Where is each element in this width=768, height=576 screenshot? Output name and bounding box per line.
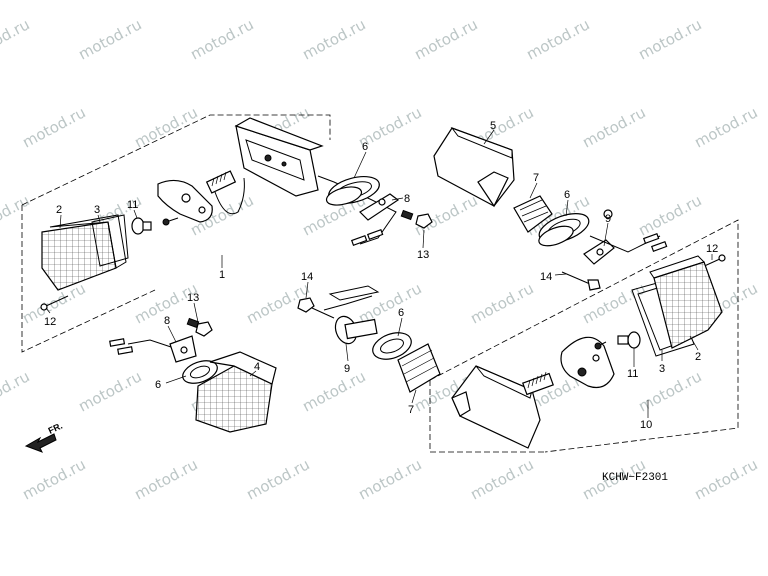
front-right-lens[interactable] — [649, 255, 723, 349]
watermark-text: motod.ru — [299, 367, 368, 415]
front-left-signal-group — [109, 317, 277, 433]
right-rear-grommet — [538, 213, 590, 247]
right-rear-small-nut — [603, 209, 613, 219]
callout-front-right-gasket-3: 3 — [659, 363, 665, 375]
front-right-small-screw — [594, 341, 607, 350]
callout-left-rear-lens-2: 2 — [56, 204, 62, 216]
callout-front-right-bulb-11: 11 — [627, 368, 638, 380]
watermark-text: motod.ru — [299, 15, 368, 63]
callout-right-rear-body-5: 5 — [490, 120, 496, 132]
left-rear-signal-group — [40, 117, 433, 311]
watermark-text: motod.ru — [355, 455, 424, 503]
watermark-text: motod.ru — [19, 455, 88, 503]
left-rear-mount-bracket[interactable] — [359, 193, 400, 221]
callout-front-left-nut-13: 13 — [187, 292, 199, 304]
callout-front-right-bolt-14: 14 — [301, 271, 313, 283]
left-rear-gasket — [91, 214, 129, 267]
callout-front-right-stay-9: 9 — [344, 363, 350, 375]
watermark-text: motod.ru — [635, 15, 704, 63]
left-rear-housing — [234, 117, 324, 197]
left-rear-socket-screw — [162, 217, 179, 226]
callout-left-rear-assembly-1: 1 — [219, 269, 225, 281]
callout-right-rear-screw-12: 12 — [706, 243, 718, 255]
front-right-body — [451, 365, 541, 449]
watermark-text: motod.ru — [75, 367, 144, 415]
watermark-text: motod.ru — [131, 455, 200, 503]
callout-left-rear-bulb-11: 11 — [127, 199, 138, 211]
watermark-text: motod.ru — [131, 103, 200, 151]
callout-left-rear-bracket-8: 8 — [404, 193, 410, 205]
callout-left-rear-nut-13: 13 — [417, 249, 429, 261]
callout-front-right-boot-7: 7 — [408, 404, 414, 416]
watermark-text: motod.ru — [0, 367, 33, 415]
right-rear-connectors — [642, 232, 668, 252]
watermark-text: motod.ru — [523, 15, 592, 63]
watermark-text: motod.ru — [467, 455, 536, 503]
front-direction-arrow: FR. — [24, 421, 64, 453]
left-rear-nut[interactable] — [400, 209, 433, 229]
left-rear-grommet — [325, 175, 380, 206]
diagram-code: KCHW−F2301 — [602, 472, 668, 484]
front-left-bracket[interactable] — [169, 335, 197, 363]
front-right-stay-plate — [560, 336, 615, 389]
watermark-text: motod.ru — [635, 191, 704, 239]
callout-front-right-grommet-6: 6 — [398, 307, 404, 319]
front-right-socket — [522, 371, 554, 396]
callout-right-rear-bolt-14: 14 — [540, 271, 552, 283]
front-left-lens — [195, 351, 277, 433]
leader-lines — [45, 129, 713, 418]
callout-left-rear-gasket-3: 3 — [94, 204, 100, 216]
watermark-text: motod.ru — [579, 103, 648, 151]
callout-front-left-bracket-8: 8 — [164, 315, 170, 327]
callout-front-right-assembly-10: 10 — [640, 419, 652, 431]
watermark-text: motod.ru — [19, 103, 88, 151]
front-right-signal-group — [297, 255, 723, 449]
callout-labels: 2 3 11 12 1 6 8 13 5 7 6 9 14 12 13 8 6 … — [44, 120, 718, 431]
left-rear-connectors — [350, 228, 384, 246]
watermark-text: motod.ru — [691, 455, 760, 503]
callout-front-right-lens-2: 2 — [695, 351, 701, 363]
watermark-text: motod.ru — [243, 455, 312, 503]
front-left-nut[interactable] — [186, 317, 213, 337]
right-rear-signal-group — [433, 126, 726, 291]
callout-right-rear-grommet-6: 6 — [564, 189, 570, 201]
front-right-stay-arm — [328, 285, 380, 301]
left-rear-screw[interactable] — [40, 295, 69, 311]
watermark-text: motod.ru — [0, 191, 33, 239]
front-right-bolt[interactable] — [297, 297, 335, 319]
left-rear-bulb[interactable] — [131, 217, 152, 235]
watermark-text: motod.ru — [75, 15, 144, 63]
callout-right-rear-stay-9: 9 — [605, 213, 611, 225]
watermark-text: motod.ru — [0, 15, 33, 63]
callout-front-left-lens-4: 4 — [254, 361, 260, 373]
front-left-connectors — [109, 338, 134, 355]
right-rear-body — [433, 126, 515, 208]
callout-left-rear-screw-12: 12 — [44, 316, 56, 328]
watermark-text: motod.ru — [691, 103, 760, 151]
watermark-text: motod.ru — [411, 15, 480, 63]
watermark-text: motod.ru — [187, 15, 256, 63]
watermark-text: motod.ru — [467, 279, 536, 327]
callout-right-rear-boot-7: 7 — [533, 172, 539, 184]
front-left-grommet — [182, 360, 218, 384]
callout-left-rear-grommet-6: 6 — [362, 141, 368, 153]
right-rear-boot — [513, 195, 553, 233]
left-rear-socket — [205, 170, 245, 215]
callout-front-left-grommet-6: 6 — [155, 379, 161, 391]
assembly-frames — [21, 114, 739, 453]
front-right-grommet — [372, 332, 412, 360]
watermark-text: motod.ru — [635, 367, 704, 415]
right-rear-bolt[interactable] — [561, 271, 601, 291]
front-right-stay[interactable] — [332, 313, 378, 346]
right-rear-stay[interactable] — [583, 239, 615, 265]
direction-label: FR. — [47, 421, 64, 436]
front-right-boot — [397, 343, 441, 393]
front-right-bulb[interactable] — [617, 331, 641, 349]
left-rear-lens[interactable] — [41, 214, 127, 291]
